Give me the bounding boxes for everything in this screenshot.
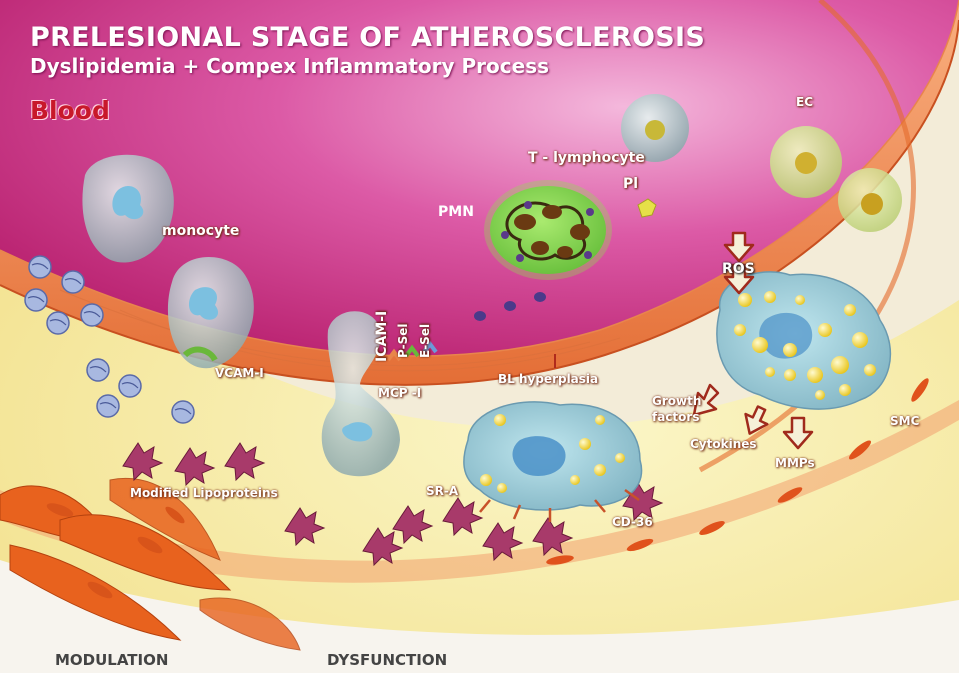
pl-label: Pl	[623, 176, 638, 192]
icam-label: ICAM-I	[374, 311, 390, 362]
ros-label: ROS	[722, 261, 755, 277]
cytokines-label: Cytokines	[690, 437, 757, 451]
smc-label: SMC	[890, 414, 919, 428]
diagram-subtitle: Dyslipidemia + Compex Inflammatory Proce…	[30, 54, 549, 78]
modified-lipoproteins-label: Modified Lipoproteins	[130, 486, 278, 500]
pmn-label: PMN	[438, 204, 474, 220]
mcp-label: MCP -I	[378, 386, 421, 400]
cd-36-label: CD-36	[612, 515, 653, 529]
bl-hyperplasia-label: BL hyperplasia	[498, 372, 598, 386]
modulation-label: MODULATION	[55, 651, 168, 669]
t-lymphocyte-label: T - lymphocyte	[528, 150, 645, 166]
growth-factors-label: Growth factors	[652, 393, 712, 425]
sr-a-label: SR-A	[426, 484, 458, 498]
dysfunction-label: DYSFUNCTION	[327, 651, 447, 669]
blood-region-label: Blood	[30, 96, 110, 125]
mmps-label: MMPs	[775, 456, 815, 470]
e-sel-label: E-Sel	[418, 324, 432, 358]
monocyte-label: monocyte	[162, 223, 239, 239]
ec-label: EC	[796, 95, 813, 109]
p-sel-label: P-Sel	[396, 324, 410, 358]
diagram-title: PRELESIONAL STAGE OF ATHEROSCLEROSIS	[30, 22, 705, 53]
vcam-label: VCAM-I	[215, 366, 264, 380]
